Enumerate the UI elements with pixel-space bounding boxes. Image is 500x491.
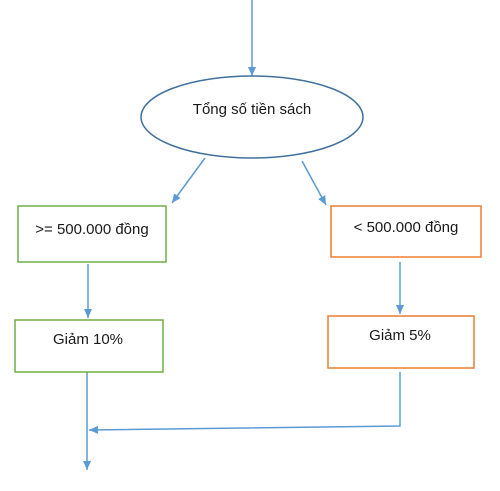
node-lt: < 500.000 đồng: [330, 205, 482, 258]
d5-box: [327, 315, 475, 369]
d10-label: Giảm 10%: [53, 331, 123, 348]
node-d10: Giảm 10%: [14, 319, 164, 373]
start-label: Tổng số tiền sách: [193, 101, 311, 118]
d5-label: Giảm 5%: [369, 327, 431, 344]
ge-box: [17, 205, 167, 263]
node-ge: >= 500.000 đồng: [17, 205, 167, 263]
ge-label: >= 500.000 đồng: [35, 221, 148, 238]
start-ellipse: [140, 75, 364, 159]
lt-box: [330, 205, 482, 258]
lt-label: < 500.000 đồng: [354, 219, 459, 236]
connector-start-to-ge: [171, 157, 206, 204]
node-d5: Giảm 5%: [327, 315, 475, 369]
node-start: Tổng số tiền sách: [140, 75, 364, 159]
connector-start-to-lt: [301, 160, 327, 206]
connector-d5-merge: [88, 372, 401, 434]
d10-box: [14, 319, 164, 373]
